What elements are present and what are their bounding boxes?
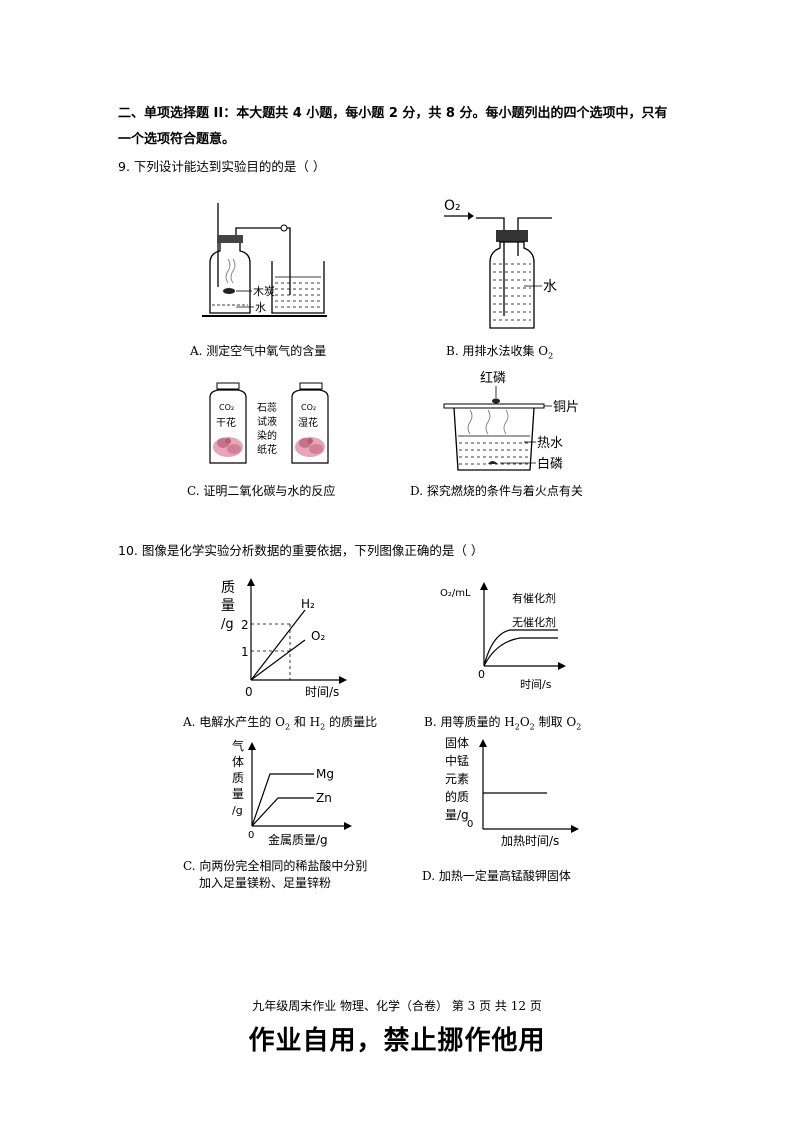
ylabel-a-1: 质 [221,580,235,596]
label-white-phosphorus: 白磷 [537,456,563,472]
series-line-no-catalyst [483,637,558,667]
ylabel-c-5: /g [232,804,243,817]
label-o2-b: O₂ [444,198,461,214]
ylabel-b: O₂/mL [440,588,471,599]
series-label-zn: Zn [316,791,332,805]
ylabel-c-3: 质 [232,771,244,785]
ylabel-d-2: 中锰 [445,753,469,768]
label-dry-flower: 干花 [216,416,236,429]
ylabel-d-1: 固体 [445,736,469,750]
xlabel-b: 时间/s [520,678,552,691]
series-label-catalyst: 有催化剂 [512,591,556,605]
series-label-mg: Mg [316,767,334,781]
label-co2-left: CO₂ [219,403,234,412]
label-litmus-4: 纸花 [257,443,277,456]
q10-graph-c: 气 体 质 量 /g Mg Zn 0 金属质量/g [232,738,352,847]
ylabel-a-2: 量 [221,598,235,614]
series-line-o2 [250,639,306,681]
question-10-stem: 10. 图像是化学实验分析数据的重要依据，下列图像正确的是（ ） [118,543,484,558]
q10-graph-a: 质 量 /g 2 1 0 时间/s H₂ O₂ [221,578,347,699]
label-wet-flower: 湿花 [298,416,318,429]
q9-figure-b: O₂ 水 [444,198,557,329]
section-heading: 二、单项选择题 II：本大题共 4 小题，每小题 2 分，共 8 分。每小题列出… [118,106,668,147]
page-footer: 九年级周末作业 物理、化学（合卷） 第 3 页 共 12 页 [252,999,542,1013]
xlabel-a: 时间/s [305,685,339,699]
q10-caption-b: B. 用等质量的 H2O2 制取 O2 [424,715,582,732]
label-litmus-3: 染的 [257,429,277,442]
ylabel-d-4: 的质 [445,789,469,804]
origin-a: 0 [245,685,253,699]
label-red-phosphorus: 红磷 [480,370,506,386]
q9-caption-c: C. 证明二氧化碳与水的反应 [187,484,336,498]
q10-caption-c-line1: C. 向两份完全相同的稀盐酸中分别 [183,859,368,873]
label-water-a: 水 [255,301,266,314]
q9-caption-b: B. 用排水法收集 O2 [446,344,554,361]
q9-figure-c: CO₂ 干花 CO₂ 湿花 石蕊 试液 染的 纸花 [209,382,329,464]
series-line-h2 [250,609,306,681]
series-label-no-catalyst: 无催化剂 [512,615,556,629]
ylabel-d-3: 元素 [445,772,469,786]
ylabel-c-2: 体 [232,755,244,769]
label-litmus-1: 石蕊 [257,402,277,414]
q10-graph-b: O₂/mL 有催化剂 无催化剂 0 时间/s [440,582,566,691]
ylabel-c-1: 气 [232,738,244,753]
usage-notice: 作业自用，禁止挪作他用 [248,1026,546,1056]
ylabel-a-3: /g [221,617,234,632]
origin-b: 0 [478,668,485,681]
label-water-b: 水 [543,279,557,295]
xlabel-c: 金属质量/g [268,832,328,847]
label-litmus-2: 试液 [257,415,277,428]
q9-caption-a: A. 测定空气中氧气的含量 [190,344,327,358]
origin-d: 0 [467,819,473,830]
label-hot-water: 热水 [537,436,563,451]
label-charcoal: 木炭 [253,285,275,298]
question-9-stem: 9. 下列设计能达到实验目的的是（ ） [118,159,326,174]
ylabel-c-4: 量 [232,787,244,801]
q10-caption-a: A. 电解水产生的 O2 和 H2 的质量比 [183,715,378,732]
q10-caption-d: D. 加热一定量高锰酸钾固体 [422,869,571,883]
label-co2-right: CO₂ [301,403,316,412]
series-line-catalyst [483,629,558,667]
series-line-mg [251,773,314,827]
series-label-o2: O₂ [311,629,325,643]
q9-caption-d: D. 探究燃烧的条件与着火点有关 [410,484,583,498]
q10-caption-c-line2: 加入足量镁粉、足量锌粉 [199,876,332,890]
q10-graph-d: 固体 中锰 元素 的质 量/g 0 加热时间/s [445,736,579,848]
tick-a-1: 1 [241,645,249,659]
xlabel-d: 加热时间/s [501,834,559,848]
origin-c: 0 [248,830,254,841]
label-copper: 铜片 [553,400,579,415]
series-line-zn [251,797,314,827]
ylabel-d-5: 量/g [445,808,469,822]
tick-a-2: 2 [241,618,249,632]
q9-figure-d: 红磷 铜片 热水 白磷 [443,370,579,472]
q9-figure-a: 木炭 水 [202,203,327,317]
series-label-h2: H₂ [301,597,315,611]
